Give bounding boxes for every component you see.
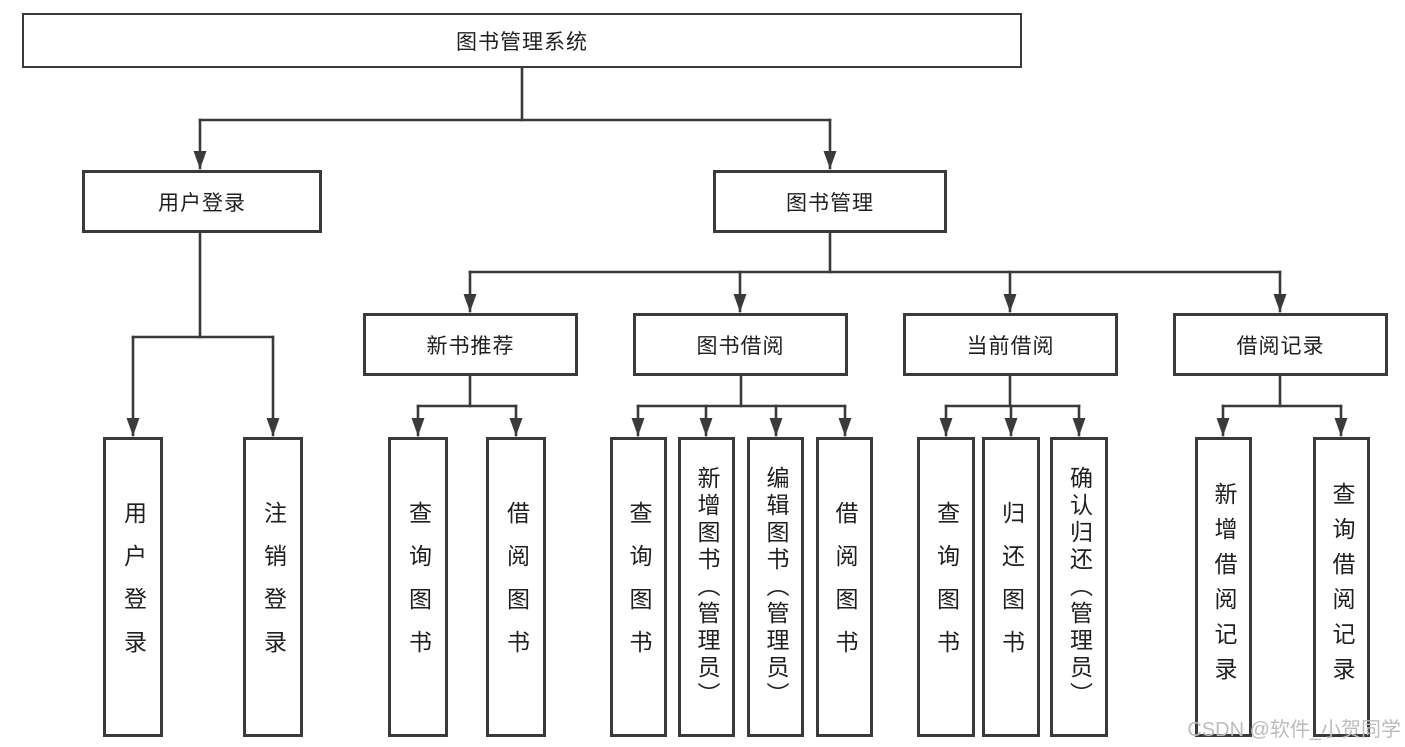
- node-root-system: 图书管理系统: [22, 13, 1022, 68]
- leaf-bb-add-books-admin: 新增图书（管理员）: [678, 437, 735, 737]
- node-new-book-recommend-label: 新书推荐: [426, 334, 515, 358]
- node-current-borrow: 当前借阅: [903, 313, 1118, 376]
- leaf-cb-return-books: 归还图书: [982, 437, 1040, 737]
- node-user-login: 用户登录: [82, 170, 322, 233]
- leaf-bb-query-books-label: 查询图书: [626, 501, 652, 673]
- leaf-user-login: 用户登录: [103, 437, 163, 737]
- leaf-cb-confirm-return-admin-label: 确认归还（管理员）: [1066, 465, 1093, 709]
- leaf-nbr-query-books-label: 查询图书: [405, 501, 432, 673]
- node-book-management-label: 图书管理: [786, 191, 874, 215]
- leaf-br-query-record-label: 查询借阅记录: [1329, 482, 1355, 692]
- leaf-br-add-record-label: 新增借阅记录: [1211, 482, 1237, 692]
- node-user-login-label: 用户登录: [158, 191, 246, 215]
- leaf-nbr-borrow-books: 借阅图书: [486, 437, 546, 737]
- leaf-cb-confirm-return-admin: 确认归还（管理员）: [1050, 437, 1108, 737]
- csdn-watermark: CSDN @软件_小贺同学: [1187, 719, 1401, 741]
- node-borrow-records-label: 借阅记录: [1236, 334, 1325, 358]
- leaf-nbr-query-books: 查询图书: [388, 437, 448, 737]
- node-current-borrow-label: 当前借阅: [966, 334, 1055, 358]
- leaf-cb-query-books-label: 查询图书: [933, 501, 960, 673]
- leaf-logout: 注销登录: [243, 437, 303, 737]
- leaf-bb-edit-books-admin-label: 编辑图书（管理员）: [763, 465, 789, 709]
- leaf-br-query-record: 查询借阅记录: [1313, 437, 1370, 737]
- node-new-book-recommend: 新书推荐: [363, 313, 578, 376]
- leaf-user-login-label: 用户登录: [120, 501, 147, 673]
- node-root-label: 图书管理系统: [456, 30, 588, 54]
- leaf-bb-borrow-books-label: 借阅图书: [832, 501, 858, 673]
- leaf-cb-query-books: 查询图书: [917, 437, 975, 737]
- leaf-bb-query-books: 查询图书: [610, 437, 667, 737]
- leaf-nbr-borrow-books-label: 借阅图书: [503, 501, 530, 673]
- node-book-management: 图书管理: [713, 170, 947, 233]
- node-book-borrow-label: 图书借阅: [696, 334, 785, 358]
- leaf-br-add-record: 新增借阅记录: [1195, 437, 1252, 737]
- leaf-bb-add-books-admin-label: 新增图书（管理员）: [694, 465, 720, 709]
- leaf-bb-borrow-books: 借阅图书: [816, 437, 873, 737]
- node-book-borrow: 图书借阅: [633, 313, 848, 376]
- leaf-cb-return-books-label: 归还图书: [998, 501, 1025, 673]
- node-borrow-records: 借阅记录: [1173, 313, 1388, 376]
- leaf-bb-edit-books-admin: 编辑图书（管理员）: [747, 437, 804, 737]
- leaf-logout-label: 注销登录: [260, 501, 287, 673]
